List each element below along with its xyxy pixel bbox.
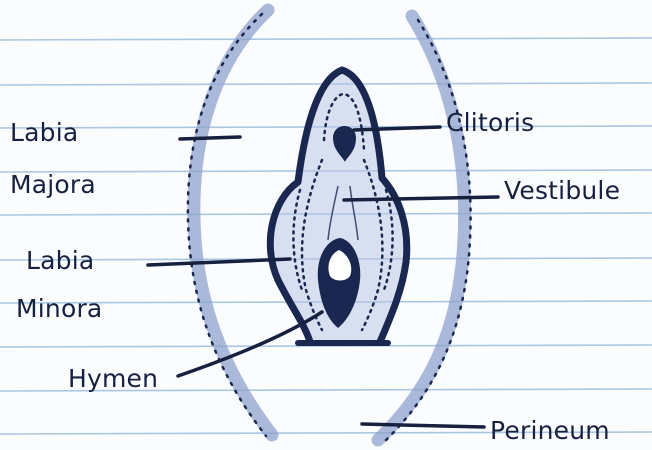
label-perineum: Perineum xyxy=(490,418,610,443)
label-vestibule: Vestibule xyxy=(504,178,620,203)
ruled-line xyxy=(0,38,652,40)
label-labia-minora-line1: Labia xyxy=(26,248,94,273)
label-labia-majora-line2: Majora xyxy=(10,172,96,197)
label-labia-majora-line1: Labia xyxy=(10,120,78,145)
leader-labia-majora xyxy=(180,137,240,139)
labia-majora-left-shading xyxy=(194,10,272,435)
leader-perineum xyxy=(362,424,484,427)
label-clitoris: Clitoris xyxy=(446,110,534,135)
label-labia-minora-line2: Minora xyxy=(16,296,102,321)
label-hymen: Hymen xyxy=(68,366,158,391)
